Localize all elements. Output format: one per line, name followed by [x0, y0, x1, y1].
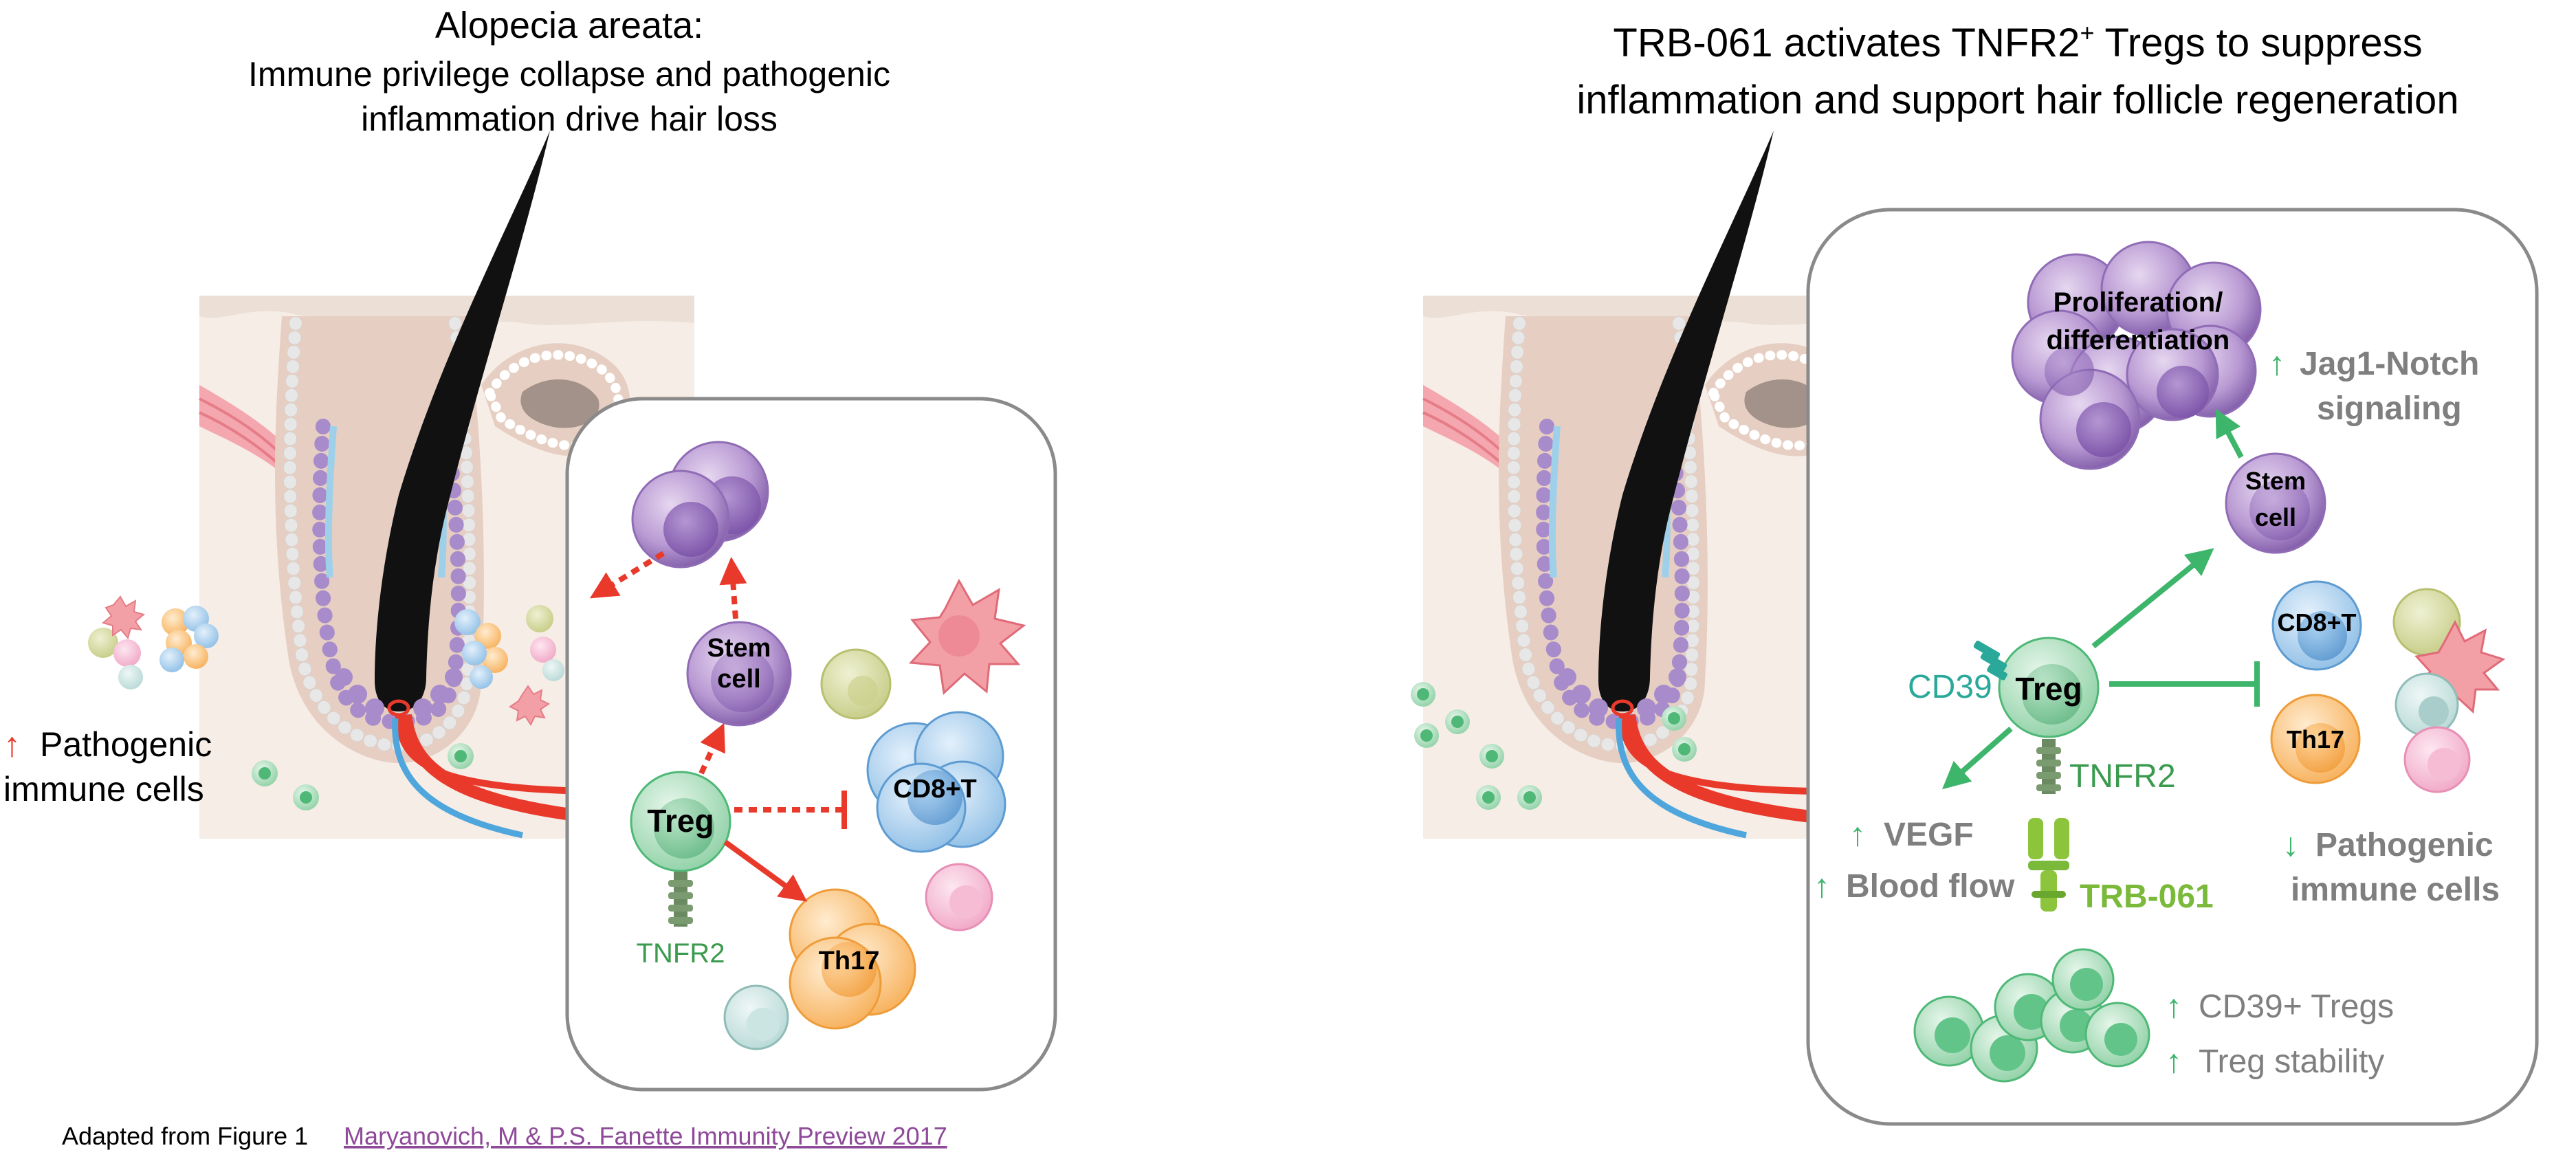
right-cd39-tregs-up-arrow: ↑: [2166, 989, 2182, 1025]
left-stem-to-diff-arrow: [719, 557, 747, 619]
right-th17-cell-icon: [2270, 694, 2361, 784]
left-treg-cell-icon: [630, 771, 731, 872]
right-proliferation-cluster-icon: [2011, 241, 2262, 470]
left-th17-label: Th17: [819, 947, 880, 975]
left-treg-to-stem-arrow: [698, 722, 725, 775]
right-jag-label-line2: signaling: [2317, 390, 2462, 427]
left-tnfr2-receptor-icon: [668, 872, 693, 927]
right-jag-up-arrow: ↑: [2269, 346, 2285, 382]
right-treg-label: Treg: [2015, 671, 2082, 707]
footer-citation-link[interactable]: Maryanovich, M & P.S. Fanette Immunity P…: [344, 1122, 947, 1150]
right-treg-cell-icon: [1998, 637, 2100, 738]
right-patho-label-line2: immune cells: [2291, 872, 2500, 908]
left-pale-teal-cell-icon: [723, 984, 789, 1050]
right-th17-label: Th17: [2287, 725, 2344, 753]
right-cd8-label: CD8+T: [2277, 608, 2356, 637]
left-th17-cluster-icon: [789, 888, 916, 1030]
left-figure: Alopecia areata: Immune privilege collap…: [3, 5, 1057, 1150]
left-stem-label-line2: cell: [717, 665, 760, 694]
left-title: Alopecia areata:: [435, 5, 703, 46]
right-tnfr2-receptor-icon: [2036, 739, 2061, 794]
left-treg-cells-outside: [252, 743, 474, 810]
right-hair-follicle-illustration: [1411, 131, 1918, 839]
right-treg-to-stem-arrow: [2091, 548, 2214, 649]
right-cd8-cell-icon: [2271, 580, 2362, 671]
left-pink-cell-icon: [925, 863, 993, 931]
left-pathogenic-cluster-2: [454, 605, 564, 726]
right-stability-label: Treg stability: [2199, 1044, 2384, 1080]
right-stem-cell-icon: [2225, 452, 2326, 554]
right-tnfr2-label: TNFR2: [2069, 758, 2176, 795]
footer-prefix: Adapted from Figure 1: [62, 1122, 308, 1150]
right-figure: TRB-061 activates TNFR2+ Tregs to suppre…: [1411, 19, 2539, 1126]
left-tnfr2-label: TNFR2: [637, 938, 725, 969]
right-stem-to-prolif-arrow: [2215, 408, 2244, 459]
right-cd39-label: CD39: [1908, 669, 1992, 705]
left-cd8-label: CD8+T: [893, 775, 976, 804]
left-cd8-cluster-icon: [866, 711, 1006, 853]
right-blood-up-arrow: ↑: [1814, 868, 1830, 905]
right-patho-down-arrow: ↓: [2282, 827, 2299, 863]
left-side-label-line1: Pathogenic: [40, 725, 212, 764]
left-stem-cell-icon: [686, 621, 792, 727]
right-stem-label-line1: Stem: [2245, 467, 2306, 495]
right-trb061-antibody-icon: [2028, 818, 2069, 912]
left-up-arrow: ↑: [3, 725, 21, 764]
right-suppressed-cells-cluster: [2392, 588, 2506, 793]
right-vegf-label: VEGF: [1884, 817, 1974, 853]
right-stem-label-line2: cell: [2255, 503, 2296, 531]
left-treg-to-th17-arrow: [723, 839, 808, 902]
left-differentiated-cell-icon: [631, 441, 769, 569]
right-blood-flow-label: Blood flow: [1846, 868, 2015, 905]
left-treg-label: Treg: [647, 803, 714, 839]
left-diff-outward-arrow: [589, 551, 665, 599]
left-subtitle-line1: Immune privilege collapse and pathogenic: [248, 55, 890, 93]
right-cd39-tregs-label: CD39+ Tregs: [2199, 989, 2394, 1025]
right-prolif-label-line2: differentiation: [2047, 325, 2230, 355]
right-title-line1: TRB-061 activates TNFR2+ Tregs to suppre…: [1613, 19, 2422, 65]
right-title-line2: inflammation and support hair follicle r…: [1576, 78, 2458, 122]
right-treg-cluster-icon: [1913, 948, 2150, 1083]
left-dendritic-nucleus: [938, 615, 980, 656]
right-stability-up-arrow: ↑: [2166, 1044, 2182, 1080]
left-side-label-line2: immune cells: [3, 770, 204, 808]
right-cd39-enzyme-icon: [1973, 640, 2007, 681]
left-inset-panel: Stem cell CD8+T: [565, 397, 1057, 1092]
right-trb061-label: TRB-061: [2080, 879, 2214, 915]
right-vegf-up-arrow: ↑: [1849, 817, 1866, 853]
right-treg-to-vegf-arrow: [1942, 727, 2013, 790]
left-pathogenic-cluster: [88, 595, 219, 689]
right-jag-label-line1: Jag1-Notch: [2300, 346, 2479, 382]
left-subtitle-line2: inflammation drive hair loss: [361, 100, 778, 138]
left-olive-cell-icon: [820, 648, 892, 720]
left-stem-label-line1: Stem: [707, 634, 771, 663]
right-prolif-label-line1: Proliferation/: [2054, 287, 2223, 318]
right-patho-label-line1: Pathogenic: [2315, 827, 2494, 863]
right-inset-panel: Proliferation/ differentiation ↑ Jag1-No…: [1806, 208, 2539, 1126]
